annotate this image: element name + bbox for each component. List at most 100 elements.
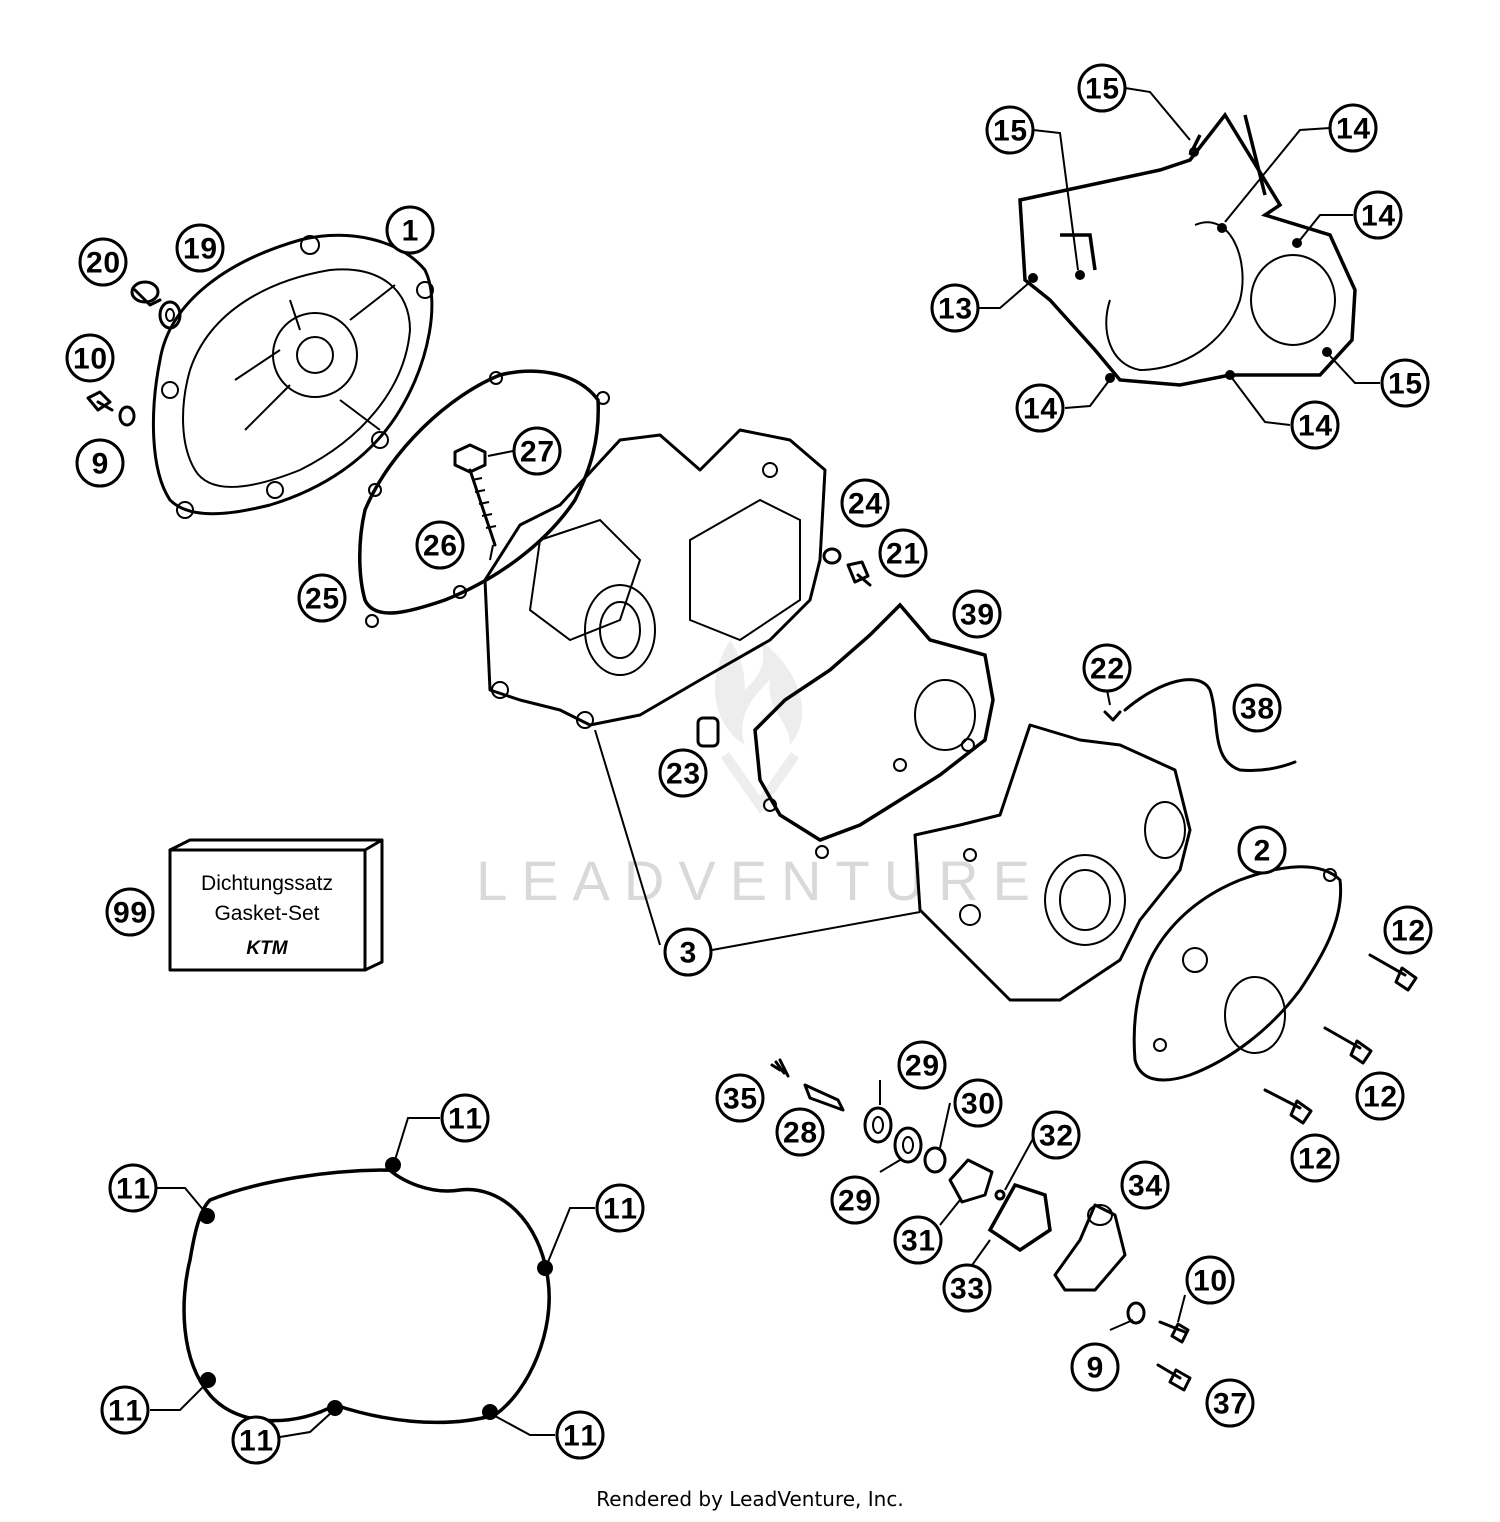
crankcase-left-half [483, 428, 827, 729]
callout-c1: 1 [385, 205, 435, 255]
callout-circle [893, 1215, 943, 1265]
gasket-set-box: Dichtungssatz Gasket-Set KTM [168, 838, 384, 972]
callout-c37: 37 [1205, 1378, 1255, 1428]
callout-c13: 13 [930, 283, 980, 333]
callout-number: 10 [1193, 1265, 1227, 1298]
callout-number: 31 [901, 1225, 935, 1258]
callout-number: 11 [116, 1173, 150, 1206]
callout-c19: 19 [175, 223, 225, 273]
callout-c3: 3 [663, 927, 713, 977]
callout-c10b: 10 [1185, 1255, 1235, 1305]
callout-number: 19 [183, 233, 217, 266]
seal-29-b [893, 1126, 923, 1164]
screw-12-a [1368, 953, 1418, 992]
callout-circle [1120, 1160, 1170, 1210]
callout-c9b: 9 [1070, 1342, 1120, 1392]
callout-circle [658, 748, 708, 798]
callout-c15a: 15 [1077, 63, 1127, 113]
callout-circle [297, 573, 347, 623]
callout-number: 26 [423, 530, 457, 563]
callout-circle [1015, 383, 1065, 433]
callout-c12c: 12 [1290, 1133, 1340, 1183]
callout-circle [1237, 825, 1287, 875]
callout-circle [1290, 1133, 1340, 1183]
callout-circle [830, 1175, 880, 1225]
gasket-set-line1: Dichtungssatz [201, 872, 333, 895]
callout-circle [108, 1163, 158, 1213]
callout-circle [840, 478, 890, 528]
callout-number: 12 [1298, 1143, 1332, 1176]
callout-circle [1380, 358, 1430, 408]
callout-number: 14 [1361, 200, 1395, 233]
callout-c39: 39 [952, 589, 1002, 639]
callout-number: 21 [886, 538, 920, 571]
callout-number: 29 [838, 1185, 872, 1218]
brand-logo: KTM [246, 938, 288, 959]
callout-circle [663, 927, 713, 977]
washer-9-top [118, 405, 136, 427]
callout-circle [65, 333, 115, 383]
callout-number: 2 [1254, 835, 1271, 868]
callout-c11f: 11 [555, 1410, 605, 1460]
callout-c24: 24 [840, 478, 890, 528]
spring-35 [770, 1058, 790, 1078]
callout-c11c: 11 [595, 1183, 645, 1233]
pump-cover-34 [1053, 1203, 1127, 1292]
callout-number: 33 [950, 1273, 984, 1306]
callout-circle [415, 520, 465, 570]
callout-number: 12 [1363, 1081, 1397, 1114]
callout-circle [512, 426, 562, 476]
callout-c20: 20 [78, 237, 128, 287]
callout-number: 22 [1090, 653, 1124, 686]
callout-number: 24 [848, 488, 882, 521]
gasket-33 [987, 1182, 1052, 1253]
callout-circle [1070, 1342, 1120, 1392]
callout-circle [878, 528, 928, 578]
pin-28 [803, 1083, 845, 1112]
callout-c9a: 9 [75, 438, 125, 488]
callout-number: 3 [680, 937, 697, 970]
callout-number: 14 [1023, 393, 1057, 426]
callout-circle [897, 1040, 947, 1090]
callout-number: 12 [1391, 915, 1425, 948]
callout-number: 14 [1336, 113, 1370, 146]
callout-circle [105, 887, 155, 937]
hose-38 [1123, 678, 1297, 772]
callout-circle [1031, 1110, 1081, 1160]
callout-c26: 26 [415, 520, 465, 570]
leader-lines [142, 87, 1380, 1438]
callout-number: 27 [520, 436, 554, 469]
screw-12-c [1263, 1088, 1313, 1125]
washer-30 [923, 1146, 947, 1174]
seal-ring-19 [158, 300, 182, 330]
watermark-logo [714, 640, 803, 814]
callout-circle [942, 1263, 992, 1313]
callout-number: 15 [1085, 73, 1119, 106]
callout-number: 23 [666, 758, 700, 791]
right-cover-2 [1132, 865, 1343, 1082]
callout-circle [1328, 103, 1378, 153]
callout-c11d: 11 [100, 1385, 150, 1435]
screw-21 [846, 560, 872, 587]
callout-circle [953, 1078, 1003, 1128]
impeller-31 [948, 1158, 994, 1204]
screw-37 [1156, 1363, 1192, 1392]
watermark-text: LEADVENTURE [476, 849, 1044, 912]
callout-c14d: 14 [1290, 400, 1340, 450]
callout-c14c: 14 [1015, 383, 1065, 433]
callout-number: 25 [305, 583, 339, 616]
callout-circle [1205, 1378, 1255, 1428]
callout-c15b: 15 [985, 105, 1035, 155]
callout-c22: 22 [1082, 643, 1132, 693]
callout-circle [1383, 905, 1433, 955]
callout-circle [1077, 63, 1127, 113]
callout-circle [385, 205, 435, 255]
callout-number: 37 [1213, 1388, 1247, 1421]
callout-c34: 34 [1120, 1160, 1170, 1210]
washer-9-bottom [1126, 1301, 1146, 1325]
crankcase-gasket-39 [753, 602, 995, 859]
callout-number: 9 [1087, 1352, 1104, 1385]
callout-circle [78, 237, 128, 287]
callout-c38: 38 [1232, 683, 1282, 733]
